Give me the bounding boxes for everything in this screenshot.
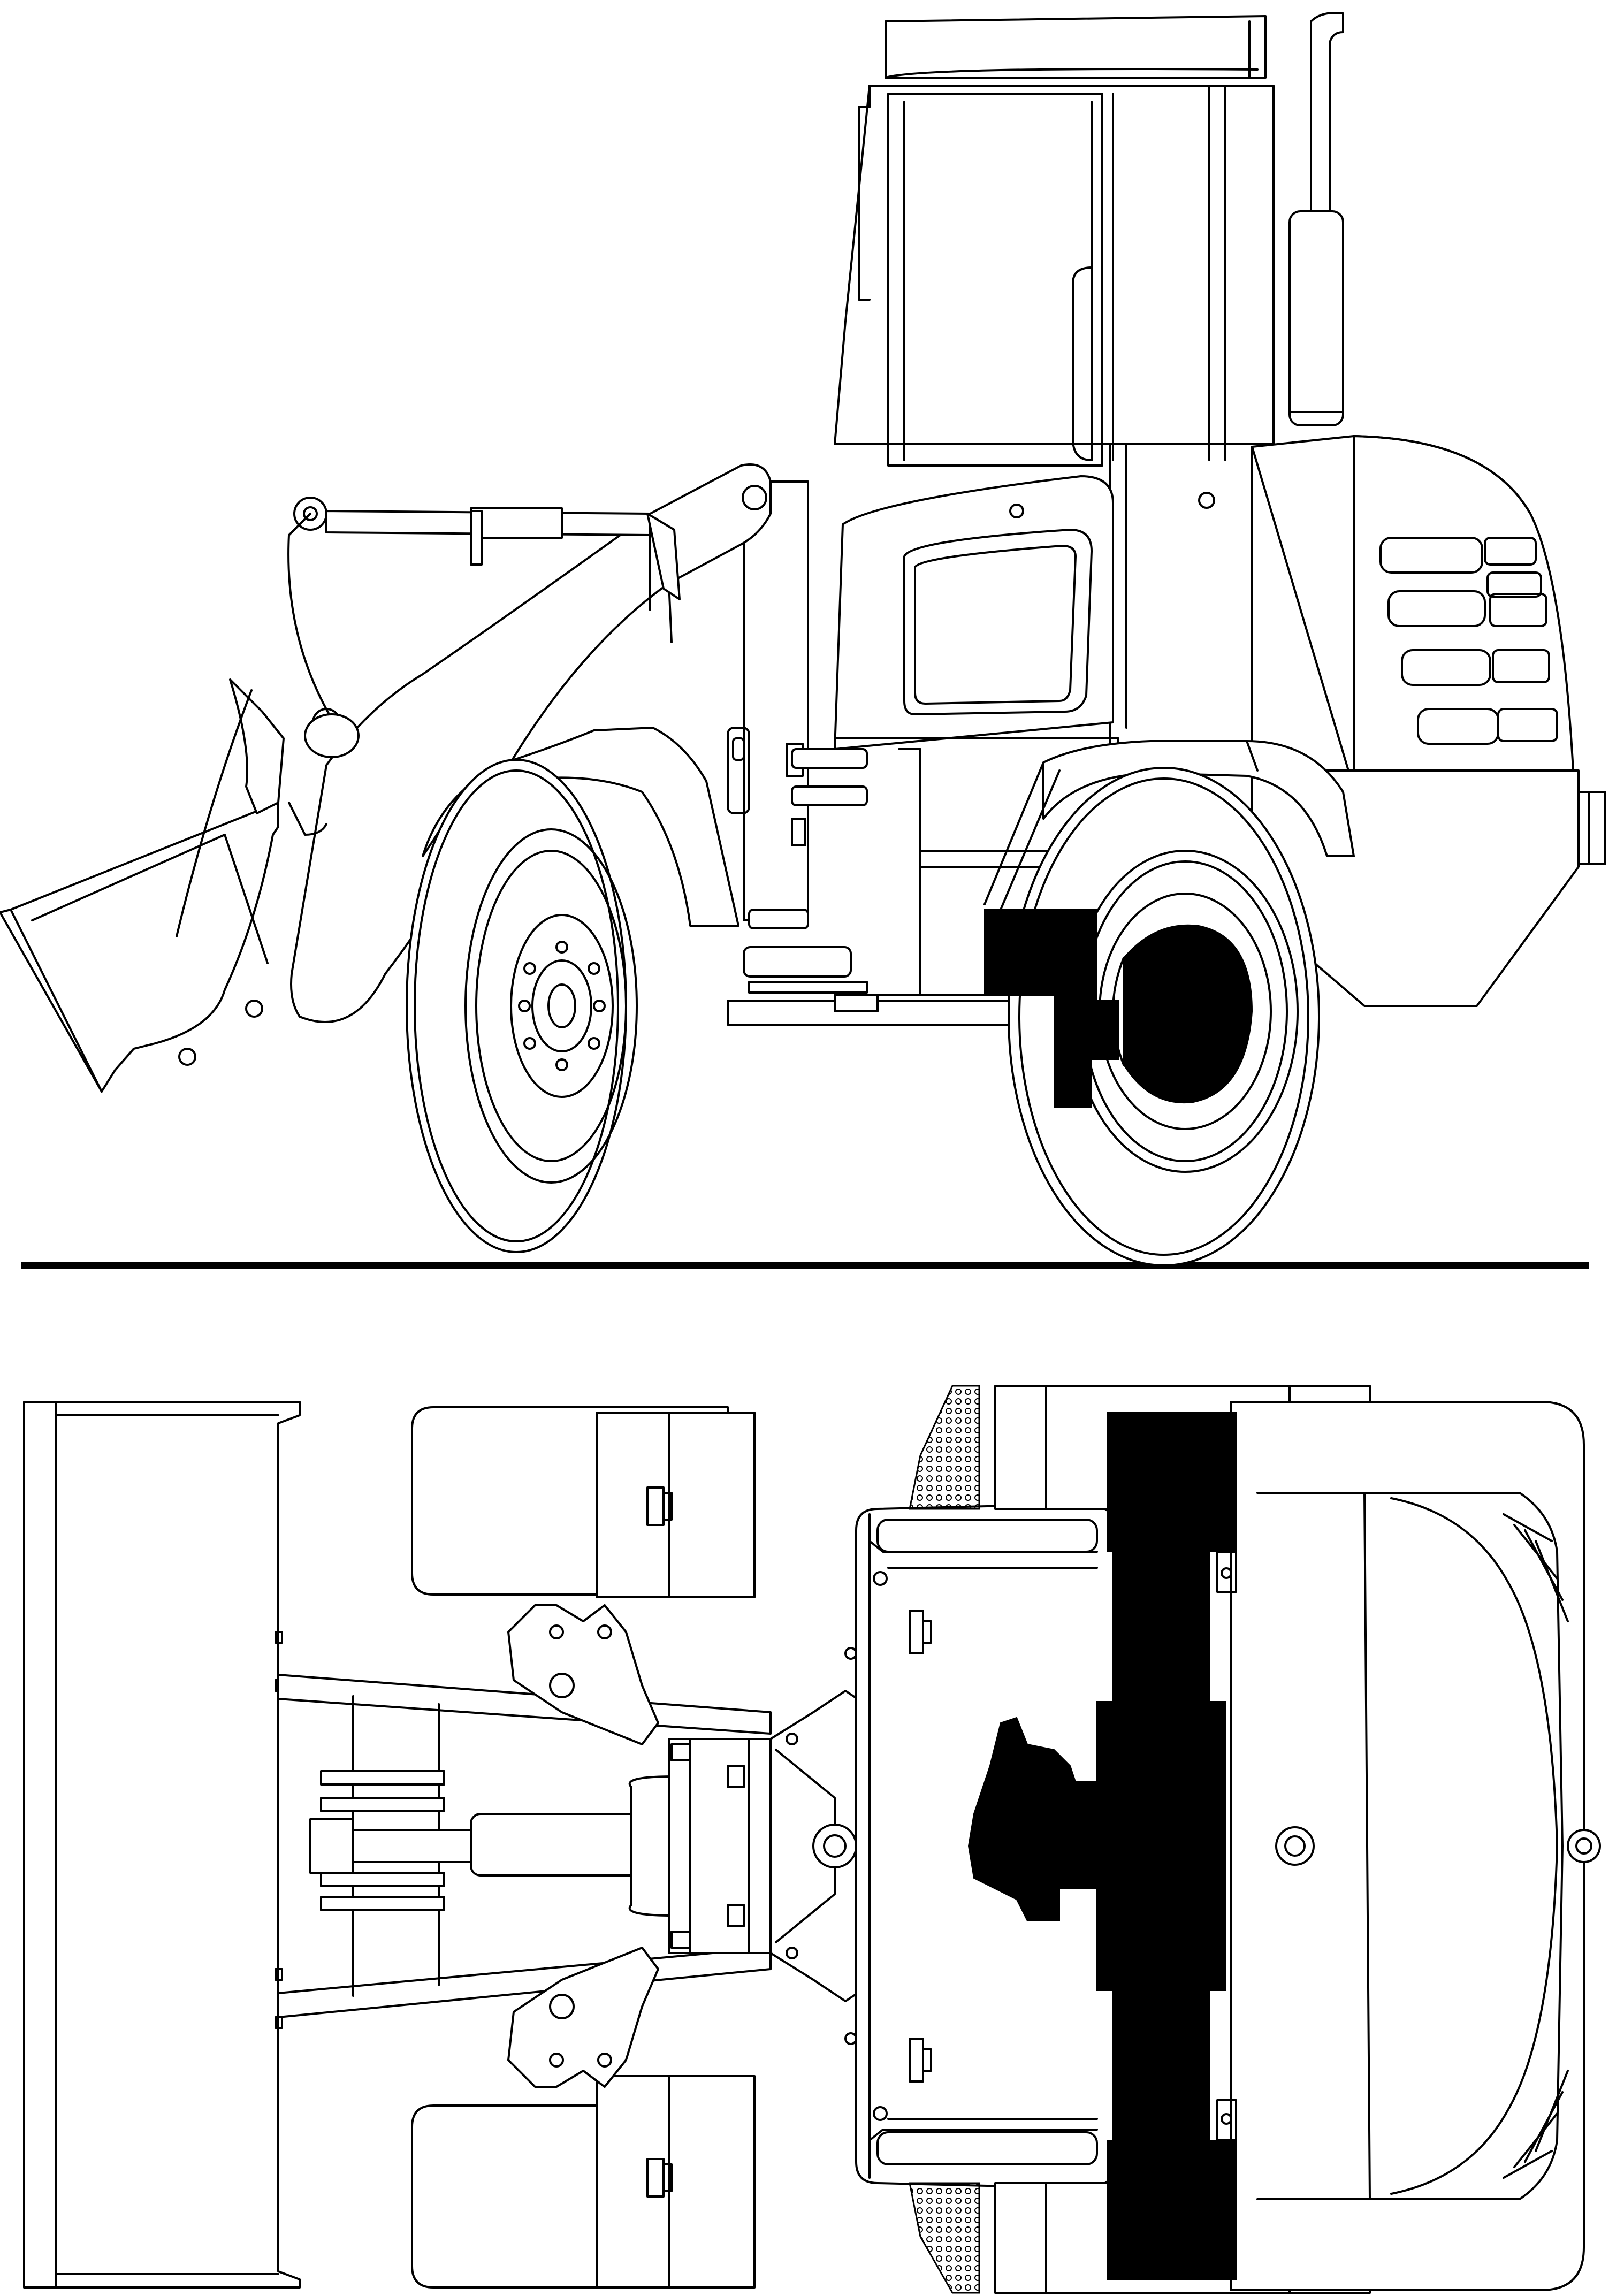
top-view	[23, 1385, 1601, 2294]
cab-door	[834, 475, 1114, 750]
side-view	[0, 12, 1606, 1269]
front-wheel	[406, 759, 638, 1253]
exhaust-stack	[1288, 12, 1344, 426]
front-tire-lower	[411, 2075, 756, 2289]
rear-wheel	[984, 767, 1320, 1267]
rear-axle-top	[967, 1412, 1237, 2280]
operator-cab	[834, 85, 1275, 750]
engine-hood	[1198, 435, 1574, 772]
front-tire-upper	[411, 1406, 756, 1598]
bucket-top	[23, 1401, 301, 2289]
cab-roof	[885, 15, 1267, 79]
rear-fender	[983, 740, 1355, 911]
articulation-joint	[743, 748, 879, 1012]
lift-arm-towers	[507, 1604, 659, 2088]
bucket	[0, 513, 360, 1093]
hitch-top	[769, 1690, 863, 2002]
engine-hood-top	[1216, 1401, 1601, 2291]
front-frame-top	[668, 1738, 772, 1954]
